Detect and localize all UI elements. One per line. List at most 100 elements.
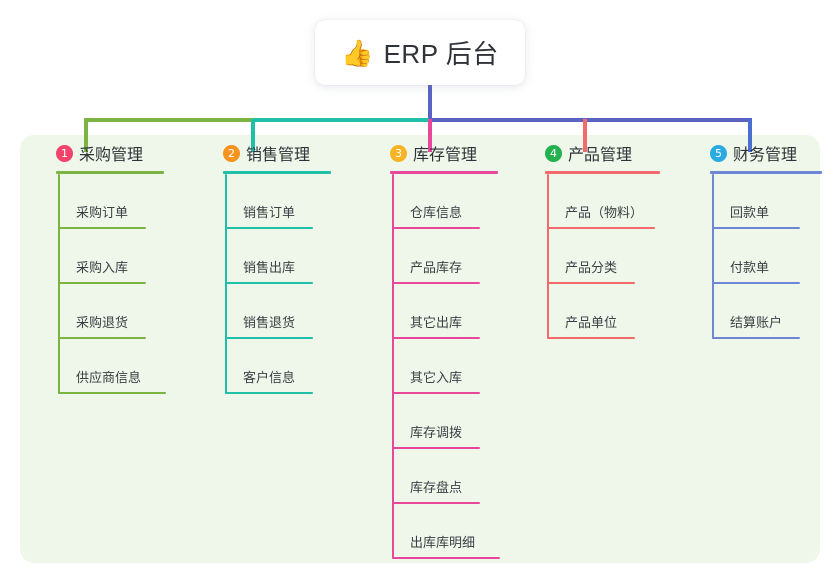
branch-header-rule bbox=[545, 171, 660, 174]
list-item-label: 销售订单 bbox=[243, 205, 296, 220]
branch-number-badge: 2 bbox=[223, 144, 240, 162]
list-item[interactable]: 采购订单 bbox=[58, 174, 198, 229]
list-item-label: 销售出库 bbox=[243, 260, 296, 275]
root-node[interactable]: 👍 ERP 后台 bbox=[315, 20, 525, 85]
list-item-label: 库存调拨 bbox=[410, 425, 463, 440]
list-item-label: 结算账户 bbox=[730, 315, 783, 330]
list-item[interactable]: 付款单 bbox=[712, 229, 839, 284]
list-item[interactable]: 采购入库 bbox=[58, 229, 198, 284]
list-item[interactable]: 其它出库 bbox=[392, 284, 542, 339]
list-item[interactable]: 库存调拨 bbox=[392, 394, 542, 449]
branch-spine bbox=[58, 174, 60, 394]
branch-spine bbox=[225, 174, 227, 394]
list-item-label: 供应商信息 bbox=[76, 370, 142, 385]
list-item-rule bbox=[392, 337, 480, 339]
list-item[interactable]: 回款单 bbox=[712, 174, 839, 229]
list-item[interactable]: 销售出库 bbox=[225, 229, 365, 284]
list-item-label: 回款单 bbox=[730, 205, 770, 220]
list-item-label: 采购入库 bbox=[76, 260, 129, 275]
branch-title: 销售管理 bbox=[246, 147, 311, 164]
list-item-label: 销售退货 bbox=[243, 315, 296, 330]
branch-item-list: 采购订单 采购入库 采购退货 供应商信息 bbox=[58, 174, 198, 394]
branch-column-4: 4 产品管理 产品（物料） 产品分类 产品单位 bbox=[527, 140, 707, 339]
list-item-rule bbox=[547, 227, 655, 229]
list-item-rule bbox=[58, 227, 146, 229]
branch-number-badge: 5 bbox=[710, 144, 727, 162]
list-item[interactable]: 出库库明细 bbox=[392, 504, 542, 559]
list-item-label: 客户信息 bbox=[243, 370, 296, 385]
branch-spine bbox=[547, 174, 549, 339]
list-item-label: 产品单位 bbox=[565, 315, 618, 330]
list-item-rule bbox=[58, 392, 166, 394]
list-item-rule bbox=[392, 282, 480, 284]
list-item-label: 其它入库 bbox=[410, 370, 463, 385]
list-item-label: 采购退货 bbox=[76, 315, 129, 330]
list-item[interactable]: 库存盘点 bbox=[392, 449, 542, 504]
branch-spine bbox=[712, 174, 714, 339]
branch-header[interactable]: 1 采购管理 bbox=[38, 140, 198, 166]
list-item[interactable]: 产品单位 bbox=[547, 284, 707, 339]
list-item[interactable]: 采购退货 bbox=[58, 284, 198, 339]
branch-header[interactable]: 2 销售管理 bbox=[205, 140, 365, 166]
list-item-rule bbox=[712, 227, 800, 229]
list-item-rule bbox=[712, 337, 800, 339]
list-item-rule bbox=[58, 337, 146, 339]
list-item[interactable]: 结算账户 bbox=[712, 284, 839, 339]
branch-column-5: 5 财务管理 回款单 付款单 结算账户 bbox=[692, 140, 839, 339]
branch-spine bbox=[392, 174, 394, 559]
list-item-label: 产品（物料） bbox=[565, 205, 644, 220]
branch-column-2: 2 销售管理 销售订单 销售出库 销售退货 客户信息 bbox=[205, 140, 365, 394]
branch-title: 采购管理 bbox=[79, 147, 144, 164]
list-item-label: 采购订单 bbox=[76, 205, 129, 220]
branch-header-rule bbox=[56, 171, 164, 174]
list-item[interactable]: 销售订单 bbox=[225, 174, 365, 229]
branch-header[interactable]: 5 财务管理 bbox=[692, 140, 839, 166]
root-node-title: ERP 后台 bbox=[383, 39, 499, 69]
list-item-rule bbox=[392, 502, 480, 504]
branch-number-badge: 4 bbox=[545, 144, 562, 162]
list-item-label: 仓库信息 bbox=[410, 205, 463, 220]
list-item-rule bbox=[392, 227, 480, 229]
list-item[interactable]: 仓库信息 bbox=[392, 174, 542, 229]
branch-header-rule bbox=[223, 171, 331, 174]
branch-title: 财务管理 bbox=[733, 147, 798, 164]
list-item-label: 付款单 bbox=[730, 260, 770, 275]
list-item-rule bbox=[225, 282, 313, 284]
list-item[interactable]: 产品库存 bbox=[392, 229, 542, 284]
branch-item-list: 产品（物料） 产品分类 产品单位 bbox=[547, 174, 707, 339]
list-item-rule bbox=[392, 447, 480, 449]
list-item-rule bbox=[392, 557, 500, 559]
list-item-label: 其它出库 bbox=[410, 315, 463, 330]
list-item[interactable]: 产品（物料） bbox=[547, 174, 707, 229]
list-item-label: 出库库明细 bbox=[410, 535, 476, 550]
branch-header[interactable]: 3 库存管理 bbox=[372, 140, 542, 166]
list-item[interactable]: 其它入库 bbox=[392, 339, 542, 394]
branch-number-badge: 1 bbox=[56, 144, 73, 162]
list-item-rule bbox=[392, 392, 480, 394]
list-item-rule bbox=[712, 282, 800, 284]
list-item-rule bbox=[547, 282, 635, 284]
list-item-label: 库存盘点 bbox=[410, 480, 463, 495]
branch-header[interactable]: 4 产品管理 bbox=[527, 140, 707, 166]
branch-header-rule bbox=[710, 171, 822, 174]
list-item-rule bbox=[225, 227, 313, 229]
branch-item-list: 销售订单 销售出库 销售退货 客户信息 bbox=[225, 174, 365, 394]
list-item[interactable]: 产品分类 bbox=[547, 229, 707, 284]
branch-column-1: 1 采购管理 采购订单 采购入库 采购退货 供应商信息 bbox=[38, 140, 198, 394]
list-item-label: 产品库存 bbox=[410, 260, 463, 275]
list-item-label: 产品分类 bbox=[565, 260, 618, 275]
list-item-rule bbox=[547, 337, 635, 339]
branch-header-rule bbox=[390, 171, 498, 174]
branch-title: 产品管理 bbox=[568, 147, 633, 164]
list-item-rule bbox=[58, 282, 146, 284]
list-item-rule bbox=[225, 337, 313, 339]
list-item[interactable]: 供应商信息 bbox=[58, 339, 198, 394]
list-item-rule bbox=[225, 392, 313, 394]
list-item[interactable]: 销售退货 bbox=[225, 284, 365, 339]
diagram-panel-background bbox=[20, 135, 820, 563]
branch-item-list: 仓库信息 产品库存 其它出库 其它入库 库存调拨 库存盘点 bbox=[392, 174, 542, 559]
branch-column-3: 3 库存管理 仓库信息 产品库存 其它出库 其它入库 库存调拨 bbox=[372, 140, 542, 559]
branch-item-list: 回款单 付款单 结算账户 bbox=[712, 174, 839, 339]
list-item[interactable]: 客户信息 bbox=[225, 339, 365, 394]
